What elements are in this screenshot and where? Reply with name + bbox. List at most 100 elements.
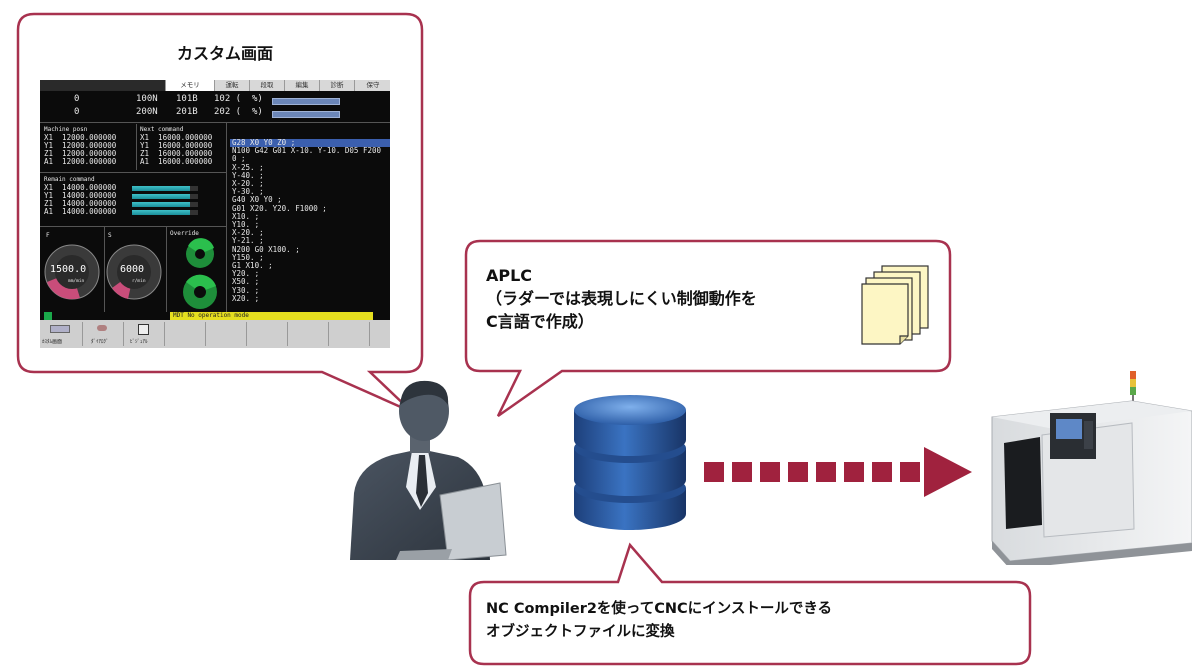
compiler-line2: オブジェクトファイルに変換 [486, 624, 675, 640]
compiler-line1: NC Compiler2を使ってCNCにインストールできる [486, 601, 833, 617]
aplc-line2: （ラダーでは表現しにくい制御動作を [486, 289, 757, 308]
machine-posn-label: Machine posn [44, 126, 88, 133]
divider [226, 122, 227, 312]
divider [40, 122, 390, 123]
remain-bar [132, 186, 190, 191]
next-command-line: X1 16000.000000 [140, 133, 213, 142]
row2-bar [272, 111, 340, 118]
program-line: X50. ; [232, 277, 260, 287]
aplc-title: APLC [486, 266, 533, 285]
remain-bar [132, 202, 190, 207]
remain-command-label: Remain command [44, 176, 95, 183]
program-line: Y-30. ; [232, 187, 264, 197]
program-line: Y30. ; [232, 285, 260, 295]
database-icon [574, 395, 686, 530]
program-line: 0 ; [232, 154, 246, 164]
program-line: X-20. ; [232, 228, 264, 238]
feed-gauge-icon [44, 244, 100, 300]
tab-maintenance[interactable]: 保守 [354, 80, 390, 91]
program-line: X20. ; [232, 293, 260, 303]
remain-command-line: X1 14000.000000 [44, 183, 117, 192]
softkey-empty[interactable] [247, 322, 288, 346]
tab-diagnosis[interactable]: 診断 [319, 80, 354, 91]
softkey-label: ﾀﾞｲｱﾛｸﾞ [91, 339, 109, 345]
program-line: Y150. ; [232, 252, 264, 262]
spindle-gauge-icon [106, 244, 162, 300]
gauge-f-unit: mm/min [68, 279, 85, 284]
softkey-bar: ｶｽﾀﾑ画面 ﾀﾞｲｱﾛｸﾞ ﾋﾞｼﾞｭｱﾙ [40, 320, 390, 348]
cnc-machine-icon [991, 371, 1192, 565]
softkey-empty[interactable] [288, 322, 329, 346]
next-command-line: Y1 16000.000000 [140, 141, 213, 150]
next-command-line: A1 16000.000000 [140, 157, 213, 166]
compiler-callout [468, 542, 1032, 666]
program-listing: G28 X0 Y0 Z0 ;N100 G42 G01 X-10. Y-10. D… [232, 138, 382, 303]
screen-tab-bar: メモリ 運転 段取 編集 診断 保守 [40, 80, 390, 91]
remain-bar [132, 194, 190, 199]
softkey-empty[interactable] [165, 322, 206, 346]
row2-n: 200N [136, 107, 158, 117]
softkey-visual[interactable]: ﾋﾞｼﾞｭｱﾙ [124, 322, 165, 346]
softkey-empty[interactable] [329, 322, 370, 346]
aplc-callout [464, 239, 952, 418]
custom-screen-title: カスタム画面 [176, 44, 273, 63]
gauge-s-value: 6000 [120, 264, 145, 275]
override-label: Override [170, 230, 199, 237]
program-line: X10. ; [232, 211, 260, 221]
machine-posn-line: A1 12000.000000 [44, 157, 117, 166]
program-highlight [230, 139, 390, 147]
softkey-custom-screen[interactable]: ｶｽﾀﾑ画面 [40, 322, 83, 346]
softkey-dialog[interactable]: ﾀﾞｲｱﾛｸﾞ [83, 322, 124, 346]
program-line: N200 G0 X100. ; [232, 244, 300, 254]
tab-memory[interactable]: メモリ [165, 80, 214, 91]
divider [40, 226, 226, 227]
row1-c: 102 ( [214, 94, 242, 104]
program-line: G40 X0 Y0 ; [232, 195, 282, 205]
softkey-label: ｶｽﾀﾑ画面 [42, 339, 63, 345]
next-command-line: Z1 16000.000000 [140, 149, 213, 158]
aplc-line3: C言語で作成） [486, 312, 594, 331]
program-line: G1 X10. ; [232, 261, 273, 271]
program-line: Y20. ; [232, 269, 260, 279]
gauge-f-label: F [46, 232, 50, 239]
custom-screen-preview: メモリ 運転 段取 編集 診断 保守 0 100N 101B 102 ( %) … [40, 80, 390, 348]
program-line: Y-21. ; [232, 236, 264, 246]
remain-command-line: Y1 14000.000000 [44, 191, 117, 200]
remain-command-line: A1 14000.000000 [44, 207, 117, 216]
person-icon [350, 380, 507, 560]
divider [136, 124, 137, 170]
row2-b: 201B [176, 107, 198, 117]
program-line: N100 G42 G01 X-10. Y-10. D05 F200 [232, 146, 382, 156]
row1-pct: %) [252, 94, 263, 104]
gauge-f-value: 1500.0 [50, 264, 87, 275]
row2-pct: %) [252, 107, 263, 117]
next-command-label: Next command [140, 126, 184, 133]
tab-operation[interactable]: 運転 [214, 80, 249, 91]
laptop-icon [439, 482, 507, 560]
row2-c: 202 ( [214, 107, 242, 117]
divider [40, 172, 226, 173]
tab-edit[interactable]: 編集 [284, 80, 319, 91]
row1-value: 0 [74, 94, 80, 104]
program-line: G28 X0 Y0 Z0 ; [232, 138, 296, 147]
program-line: X-25. ; [232, 162, 264, 172]
program-line: Y-40. ; [232, 170, 264, 180]
compiler-text: NC Compiler2を使ってCNCにインストールできる オブジェクトファイル… [486, 598, 832, 644]
document-stack-icon [861, 265, 929, 345]
divider [166, 226, 167, 312]
remain-command-line: Z1 14000.000000 [44, 199, 117, 208]
program-line: X-20. ; [232, 179, 264, 189]
machine-posn-line: X1 12000.000000 [44, 133, 117, 142]
machine-posn-line: Z1 12000.000000 [44, 149, 117, 158]
softkey-empty[interactable] [206, 322, 247, 346]
program-line: Y10. ; [232, 220, 260, 230]
tab-setup[interactable]: 段取 [249, 80, 284, 91]
program-line: G01 X20. Y20. F1000 ; [232, 203, 327, 213]
row1-n: 100N [136, 94, 158, 104]
aplc-text: APLC （ラダーでは表現しにくい制御動作を C言語で作成） [486, 264, 757, 333]
row2-value: 0 [74, 107, 80, 117]
status-bar: MDT No operation mode [170, 312, 373, 320]
divider [104, 226, 105, 312]
gauge-s-unit: r/min [132, 279, 146, 284]
machine-posn-line: Y1 12000.000000 [44, 141, 117, 150]
